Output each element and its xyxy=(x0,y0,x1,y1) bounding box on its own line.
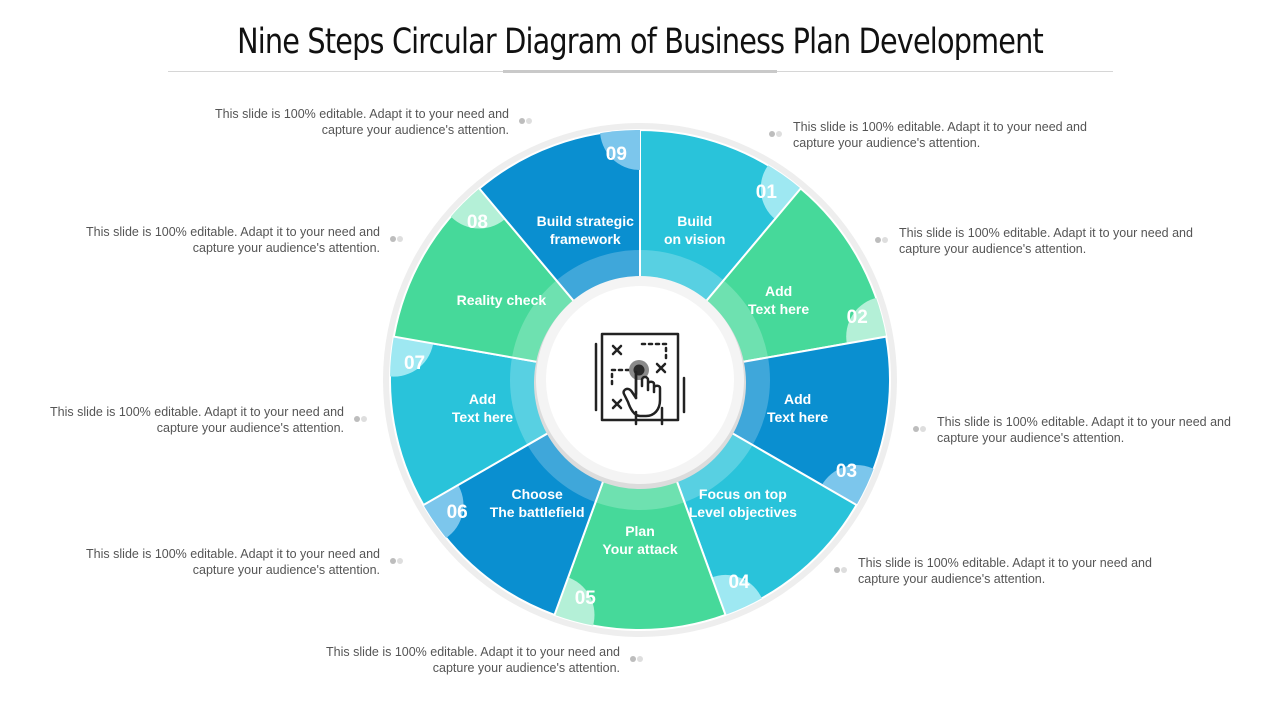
page-title: Nine Steps Circular Diagram of Business … xyxy=(237,22,1044,62)
step-number-02: 02 xyxy=(846,306,868,328)
step-label-03: Add Text here xyxy=(766,390,829,425)
step-number-06: 06 xyxy=(446,501,468,523)
connector-dots-03 xyxy=(913,426,927,432)
step-label-06: Choose The battlefield xyxy=(489,485,585,520)
connector-dots-05 xyxy=(630,656,644,662)
strategy-plan-hand-pointer-icon xyxy=(594,332,686,426)
connector-dots-02 xyxy=(875,237,889,243)
step-description-04: This slide is 100% editable. Adapt it to… xyxy=(858,556,1152,586)
step-description-05: This slide is 100% editable. Adapt it to… xyxy=(326,645,620,675)
step-number-badge-05 xyxy=(554,574,595,630)
connector-dots-06 xyxy=(390,558,404,564)
step-label-02: Add Text here xyxy=(747,283,810,317)
step-description-06: This slide is 100% editable. Adapt it to… xyxy=(86,547,380,577)
step-label-04: Focus on top Level objectives xyxy=(688,485,797,520)
step-description-01: This slide is 100% editable. Adapt it to… xyxy=(793,120,1087,150)
step-description-08: This slide is 100% editable. Adapt it to… xyxy=(86,225,380,255)
title-underline-accent xyxy=(503,70,777,73)
step-description-09: This slide is 100% editable. Adapt it to… xyxy=(215,107,509,137)
step-label-01: Build on vision xyxy=(663,212,726,247)
step-description-02: This slide is 100% editable. Adapt it to… xyxy=(899,226,1193,256)
connector-dots-01 xyxy=(769,131,783,137)
step-number-05: 05 xyxy=(574,588,596,610)
step-label-08: Reality check xyxy=(456,292,547,308)
step-number-08: 08 xyxy=(466,212,488,233)
center-disc-inner xyxy=(546,286,734,474)
step-description-03: This slide is 100% editable. Adapt it to… xyxy=(937,415,1231,445)
connector-dots-07 xyxy=(354,416,368,422)
step-label-09: Build strategic framework xyxy=(536,212,634,247)
step-number-09: 09 xyxy=(605,144,627,166)
step-number-03: 03 xyxy=(835,460,858,482)
step-number-04: 04 xyxy=(728,572,750,594)
step-description-07: This slide is 100% editable. Adapt it to… xyxy=(50,405,344,435)
connector-dots-04 xyxy=(834,567,848,573)
step-label-05: Plan Your attack xyxy=(602,523,678,557)
step-label-07: Add Text here xyxy=(451,390,514,425)
connector-dots-09 xyxy=(519,118,533,124)
step-number-07: 07 xyxy=(403,353,426,375)
step-number-badge-09 xyxy=(600,130,640,170)
step-number-01: 01 xyxy=(755,181,777,203)
connector-dots-08 xyxy=(390,236,404,242)
step-number-badge-07 xyxy=(390,336,434,377)
